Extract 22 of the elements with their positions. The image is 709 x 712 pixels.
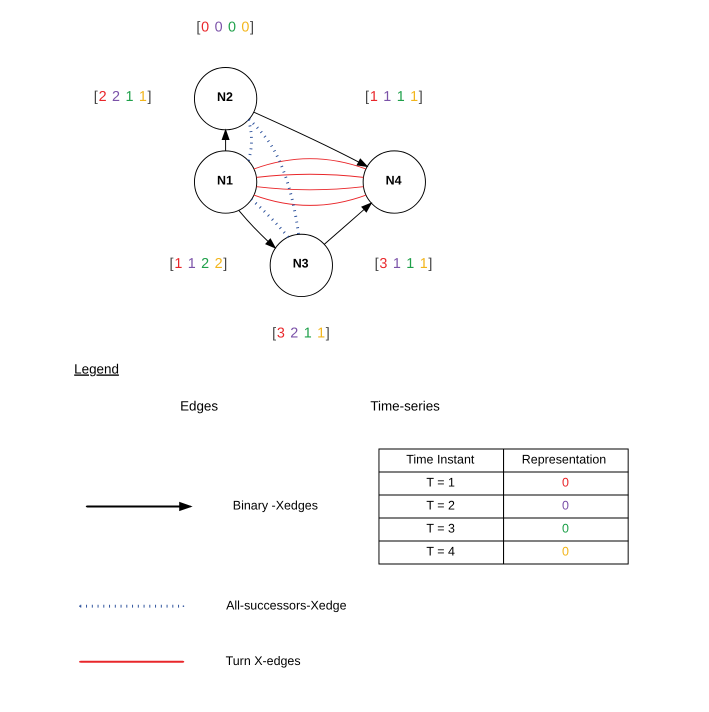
label: Edges <box>180 398 218 414</box>
legend-label: All-successors-Xedge <box>226 598 346 612</box>
label: [3 1 1 1] <box>374 256 432 272</box>
label: T = 4 <box>426 544 454 559</box>
legend-label: Binary -Xedges <box>232 498 318 513</box>
label: 0 <box>562 476 568 490</box>
label: [0 0 0 0] <box>196 20 254 36</box>
label: Time Instant <box>406 452 474 467</box>
label: T = 3 <box>426 522 454 536</box>
label: [3 2 1 1] <box>272 325 330 342</box>
label: 0 <box>562 498 568 513</box>
label: T = 1 <box>426 476 454 490</box>
label: Time-series <box>370 398 440 414</box>
label: [2 2 1 1] <box>93 89 151 106</box>
label: [1 1 1 1] <box>364 89 422 106</box>
label: Representation <box>521 452 606 467</box>
label: [1 1 2 2] <box>169 256 227 272</box>
label: T = 2 <box>426 498 454 513</box>
label: 0 <box>562 544 568 559</box>
label: Legend <box>74 361 118 376</box>
label: 0 <box>562 522 568 536</box>
legend-label: Turn X-edges <box>225 654 300 668</box>
